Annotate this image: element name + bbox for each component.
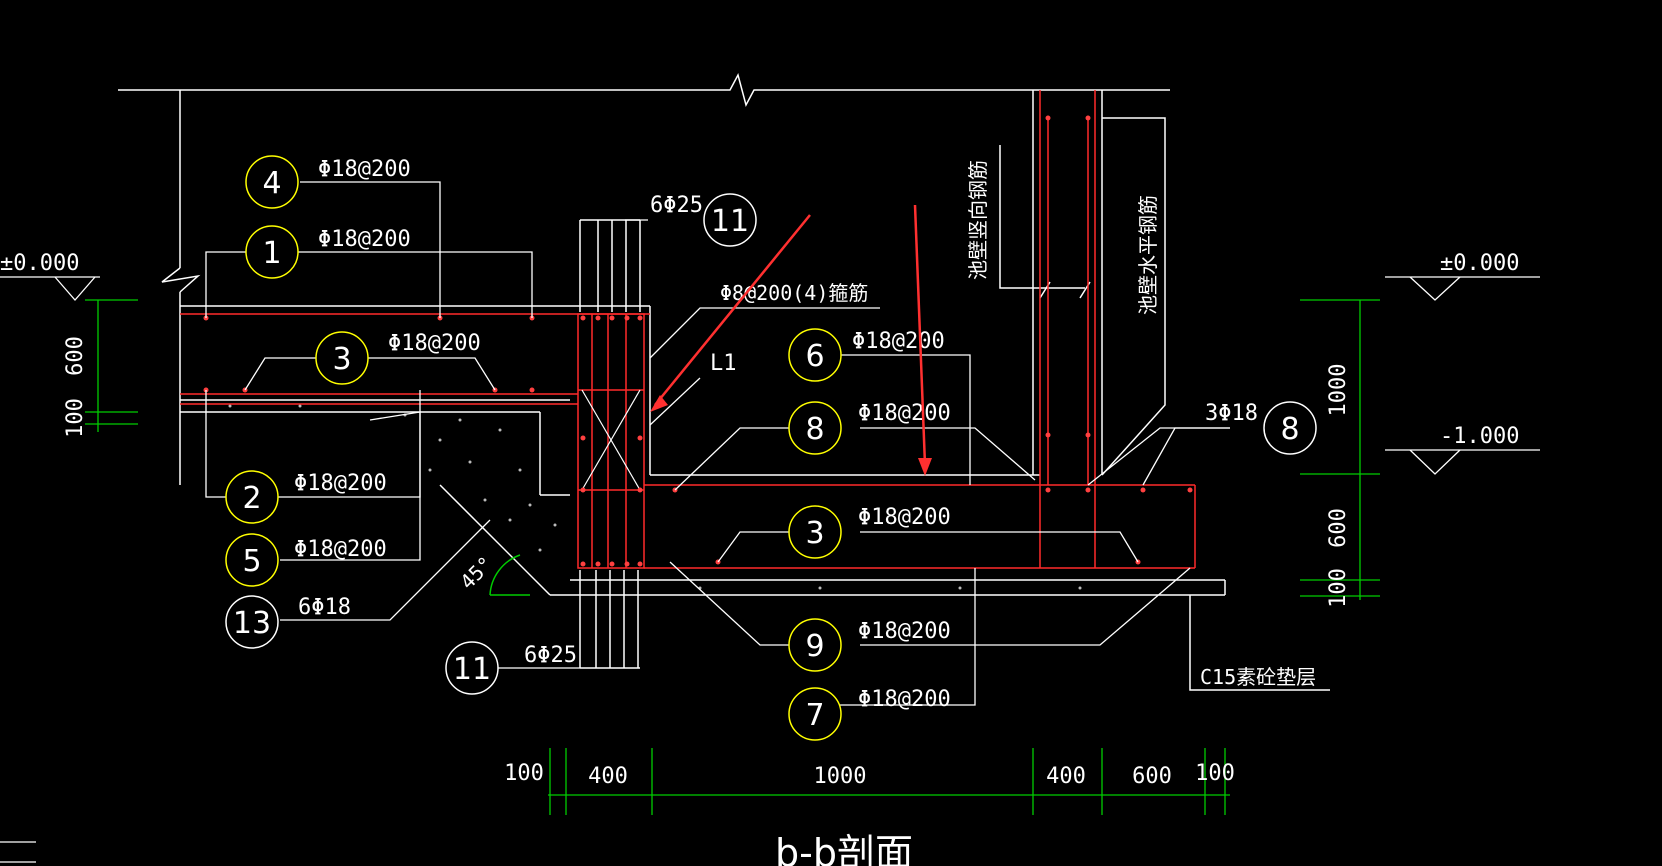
callout-4: 4 Φ18@200 <box>245 155 411 209</box>
callout-circle <box>445 641 499 695</box>
callout-rebar-spec: Φ18@200 <box>852 329 945 354</box>
right-dim-1000: 1000 <box>1326 364 1351 417</box>
callout-rebar-spec: Φ18@200 <box>858 505 951 530</box>
callout-3: 3 Φ18@200 <box>788 505 951 559</box>
callout-number: 8 <box>805 412 824 447</box>
elevation-left-top: ±0.000 <box>0 251 79 276</box>
callout-circle <box>315 331 369 385</box>
callout-circle <box>225 595 279 649</box>
callout-circle <box>788 328 842 382</box>
callout-rebar-spec: Φ18@200 <box>294 537 387 562</box>
callout-5: 5 Φ18@200 <box>225 533 387 587</box>
callout-8: 8 3Φ18 <box>1205 401 1317 455</box>
arrow-head-beam <box>650 395 668 412</box>
bottom-dim-100-left: 100 <box>504 761 544 786</box>
beam-label: L1 <box>710 351 737 376</box>
arrow-head-slab <box>918 458 932 476</box>
wall-vertical-rebar-label: 池壁竖向钢筋 <box>966 160 990 280</box>
callout-rebar-spec: Φ18@200 <box>294 471 387 496</box>
callout-circle <box>788 687 842 741</box>
callout-9: 9 Φ18@200 <box>788 618 951 672</box>
callout-circle <box>225 470 279 524</box>
elevation-right-top: ±0.000 <box>1440 251 1519 276</box>
callout-circle <box>788 505 842 559</box>
bottom-dim-1000: 1000 <box>814 764 867 789</box>
callout-8: 8 Φ18@200 <box>788 401 951 455</box>
dimension-lines <box>85 299 1380 815</box>
callout-number: 11 <box>453 652 491 687</box>
callout-2: 2 Φ18@200 <box>225 470 387 524</box>
concrete-outline <box>118 72 1330 691</box>
callout-11: 11 6Φ25 <box>650 193 757 247</box>
left-dim-100: 100 <box>63 398 88 438</box>
bottom-dim-600: 600 <box>1132 764 1172 789</box>
callout-number: 11 <box>711 204 749 239</box>
callout-number: 4 <box>262 166 281 201</box>
rebar-dots <box>203 115 1193 567</box>
left-dim-600: 600 <box>63 336 88 376</box>
callout-rebar-spec: Φ18@200 <box>318 227 411 252</box>
callout-11: 11 6Φ25 <box>445 641 577 695</box>
callout-13: 13 6Φ18 <box>225 595 351 649</box>
callout-7: 7 Φ18@200 <box>788 687 951 741</box>
annotation-arrows <box>650 204 932 476</box>
callout-3: 3 Φ18@200 <box>315 331 481 385</box>
callout-circle <box>245 155 299 209</box>
callout-circle <box>703 193 757 247</box>
callout-circle <box>788 618 842 672</box>
elevation-right-lower: -1.000 <box>1440 424 1519 449</box>
callout-number: 1 <box>262 236 281 271</box>
callout-number: 13 <box>233 606 271 641</box>
bottom-dim-400-right: 400 <box>1046 764 1086 789</box>
arrow-to-slab <box>913 204 927 466</box>
bottom-dim-100-right: 100 <box>1195 761 1235 786</box>
callout-number: 2 <box>242 481 261 516</box>
callout-circle <box>1263 401 1317 455</box>
callout-number: 3 <box>805 516 824 551</box>
callout-rebar-spec: Φ18@200 <box>318 157 411 182</box>
callout-number: 8 <box>1280 412 1299 447</box>
rebar-lines <box>180 90 1196 569</box>
callout-rebar-spec: Φ18@200 <box>858 687 951 712</box>
cushion-label: C15素砼垫层 <box>1200 665 1316 689</box>
callout-number: 6 <box>805 339 824 374</box>
stirrup-label: Φ8@200(4)箍筋 <box>720 281 868 305</box>
right-dim-600: 600 <box>1326 508 1351 548</box>
top-break-line <box>118 72 1170 108</box>
section-title: b-b剖面 <box>775 831 913 866</box>
callout-rebar-spec: 3Φ18 <box>1205 401 1258 426</box>
bottom-dim-400-left: 400 <box>588 764 628 789</box>
leader-lines <box>205 181 1230 706</box>
callout-rebar-spec: 6Φ25 <box>524 643 577 668</box>
callout-rebar-spec: 6Φ25 <box>650 193 703 218</box>
callout-circle <box>225 533 279 587</box>
callout-circle <box>245 225 299 279</box>
wall-horizontal-rebar-label: 池壁水平钢筋 <box>1136 195 1160 315</box>
callout-rebar-spec: 6Φ18 <box>298 595 351 620</box>
callout-rebar-spec: Φ18@200 <box>388 331 481 356</box>
callout-number: 3 <box>332 342 351 377</box>
arrow-to-beam <box>654 214 811 406</box>
callout-rebar-spec: Φ18@200 <box>858 619 951 644</box>
stirrup-cross <box>581 389 641 491</box>
callout-circle <box>788 401 842 455</box>
elevation-markers <box>0 276 1540 475</box>
callout-6: 6 Φ18@200 <box>788 328 945 382</box>
callout-1: 1 Φ18@200 <box>245 225 411 279</box>
callout-number: 9 <box>805 629 824 664</box>
right-dim-100: 100 <box>1326 568 1351 608</box>
angle-arc <box>489 554 521 596</box>
callout-number: 5 <box>242 544 261 579</box>
callout-number: 7 <box>805 698 824 733</box>
callout-rebar-spec: Φ18@200 <box>858 401 951 426</box>
